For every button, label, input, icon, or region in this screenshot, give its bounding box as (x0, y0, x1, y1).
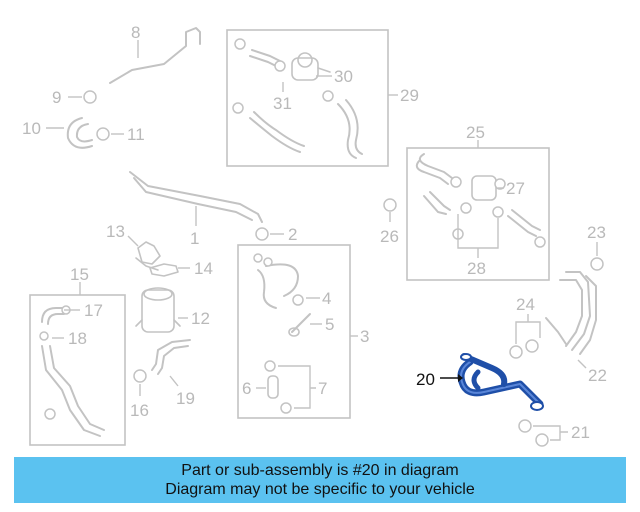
part-2-clamp[interactable] (255, 227, 269, 241)
callout-11: 11 (127, 125, 145, 144)
part-26-clamp[interactable] (383, 198, 397, 212)
callout-25: 25 (466, 123, 485, 142)
callout-17: 17 (84, 301, 103, 320)
part-16-clamp[interactable] (133, 369, 147, 383)
part-23-clamp[interactable] (590, 257, 604, 271)
callout-7: 7 (318, 379, 327, 398)
part-20-hose-highlighted[interactable] (457, 353, 544, 411)
callout-8: 8 (131, 23, 140, 42)
callout-21: 21 (571, 423, 590, 442)
banner-line-2: Diagram may not be specific to your vehi… (165, 481, 475, 498)
part-12-pump[interactable] (135, 287, 181, 333)
banner-line-1: Part or sub-assembly is #20 in diagram (181, 462, 459, 479)
info-banner: Part or sub-assembly is #20 in diagram D… (14, 457, 626, 503)
part-9-clamp[interactable] (83, 90, 97, 104)
callout-16: 16 (130, 401, 149, 420)
callout-6: 6 (242, 379, 251, 398)
group-box-29 (226, 29, 389, 167)
callout-18: 18 (68, 329, 87, 348)
callout-15: 15 (70, 265, 89, 284)
callout-24: 24 (516, 295, 535, 314)
callout-2: 2 (288, 225, 297, 244)
part-1-pipe[interactable] (129, 171, 263, 223)
callout-22: 22 (588, 366, 607, 385)
part-22-pipe[interactable] (545, 271, 597, 355)
group-3-parts (253, 253, 311, 414)
group-25-parts (415, 153, 546, 248)
part-21-clamp-a[interactable] (518, 419, 532, 433)
part-11-clamp[interactable] (96, 127, 110, 141)
part-24-clamp-a[interactable] (509, 345, 523, 359)
callout-4: 4 (322, 289, 331, 308)
part-10-hose[interactable] (66, 117, 93, 149)
callout-30: 30 (334, 67, 353, 86)
group-box-15 (29, 294, 126, 446)
callout-19: 19 (176, 389, 195, 408)
part-13-bracket[interactable] (135, 241, 161, 271)
part-21-clamp-b[interactable] (535, 433, 549, 447)
part-24-clamp-b[interactable] (525, 339, 539, 353)
callout-29: 29 (400, 86, 419, 105)
group-29-parts (232, 38, 363, 159)
callout-27: 27 (506, 179, 525, 198)
callout-5: 5 (325, 315, 334, 334)
callout-12: 12 (191, 309, 210, 328)
parts-diagram: 8 9 10 11 1 2 30 31 29 (22, 17, 607, 447)
callout-1: 1 (190, 229, 199, 248)
callout-31: 31 (273, 94, 292, 113)
group-15-parts (39, 305, 105, 437)
callout-20: 20 (416, 370, 435, 389)
part-8-pipe[interactable] (102, 17, 211, 84)
part-19-hose[interactable] (151, 339, 191, 375)
callout-26: 26 (380, 227, 399, 246)
callout-28: 28 (467, 259, 486, 278)
callout-23: 23 (587, 223, 606, 242)
callout-14: 14 (194, 259, 213, 278)
callout-10: 10 (22, 119, 41, 138)
part-14-bracket[interactable] (149, 263, 179, 277)
callout-3: 3 (360, 327, 369, 346)
callout-9: 9 (52, 88, 61, 107)
callout-13: 13 (106, 222, 125, 241)
group-box-3 (237, 244, 351, 419)
